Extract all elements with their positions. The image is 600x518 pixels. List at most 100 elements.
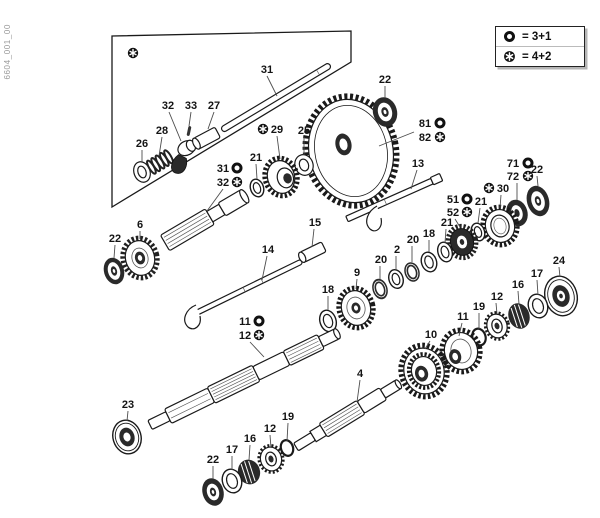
- part-label-14: 14: [262, 244, 275, 256]
- part-label-18-b: 18: [322, 284, 334, 296]
- variant-star-icon: [257, 123, 269, 135]
- bush-16-b: [237, 459, 261, 485]
- washer-25: [294, 154, 314, 176]
- shift-fork-13: [366, 205, 382, 232]
- part-label-23: 23: [122, 399, 134, 411]
- variant-ring-icon: [434, 117, 446, 129]
- part-label-12-shaft: 12: [239, 330, 251, 342]
- seal-22-right: [526, 185, 550, 217]
- part-label-12-b: 12: [264, 423, 276, 435]
- variant-star-icon: [522, 170, 534, 182]
- part-label-21-a: 21: [250, 152, 262, 164]
- gear-6: [120, 235, 160, 281]
- part-label-19-b: 19: [282, 411, 294, 423]
- part-label-9: 9: [354, 267, 360, 279]
- variant-star-icon: [127, 47, 139, 59]
- variant-star-icon: [434, 131, 446, 143]
- variant-star-icon: [483, 182, 495, 194]
- bush-16-a: [508, 303, 530, 329]
- legend-text-4plus2: = 4+2: [522, 50, 552, 63]
- part-label-28: 28: [156, 125, 168, 137]
- part-label-71: 71: [507, 158, 519, 170]
- legend-row-3plus1: = 3+1: [496, 27, 584, 46]
- part-label-20-b: 20: [375, 254, 387, 266]
- gear-9: [336, 285, 376, 331]
- part-label-18-a: 18: [423, 228, 435, 240]
- ring-20-b: [372, 278, 388, 300]
- part-label-22-left: 22: [109, 233, 121, 245]
- part-label-82: 82: [419, 132, 431, 144]
- variant-star-icon: [461, 206, 473, 218]
- bearing-22-top: [372, 97, 398, 127]
- part-label-2: 2: [394, 244, 400, 256]
- part-label-21-c: 21: [441, 217, 453, 229]
- part-label-22-right: 22: [531, 164, 543, 176]
- seal-22-bottom: [202, 478, 224, 506]
- part-label-11-shaft: 11: [239, 316, 251, 328]
- part-label-26: 26: [136, 138, 148, 150]
- variant-legend: = 3+1 = 4+2: [495, 26, 585, 67]
- part-label-22-top: 22: [379, 74, 391, 86]
- gear-51-52: [445, 223, 479, 261]
- part-label-52: 52: [447, 207, 459, 219]
- ring-symbol-icon: [504, 31, 515, 42]
- shift-rod-13: [345, 173, 444, 223]
- legend-row-4plus2: = 4+2: [496, 46, 584, 66]
- star-symbol-icon: [504, 51, 515, 62]
- seal-22-left: [103, 257, 125, 285]
- part-labels: 31 32 33 27 28 26 22 81 82 29 25 21 31 3…: [109, 64, 566, 466]
- part-label-29: 29: [271, 124, 283, 136]
- part-label-16-b: 16: [244, 433, 256, 445]
- part-label-17-a: 17: [531, 268, 543, 280]
- part-label-24: 24: [553, 255, 566, 267]
- bearing-23: [112, 419, 142, 455]
- part-label-51: 51: [447, 194, 459, 206]
- ring-21-a: [249, 178, 265, 198]
- output-shaft-4: [293, 379, 403, 451]
- gear-11: [439, 327, 483, 375]
- kickstart-inset-box: [111, 30, 352, 209]
- part-label-10: 10: [425, 329, 437, 341]
- part-label-6: 6: [137, 219, 143, 231]
- part-label-21-b: 21: [475, 196, 487, 208]
- part-label-31-box: 31: [261, 64, 273, 76]
- part-label-4: 4: [357, 368, 364, 380]
- part-label-30: 30: [497, 183, 509, 195]
- variant-ring-icon: [231, 162, 243, 174]
- input-shaft-31-32: [160, 189, 250, 251]
- part-label-25: 25: [298, 125, 310, 137]
- pin-33: [186, 126, 192, 136]
- shift-rod-14: [191, 259, 303, 318]
- roller-27: [191, 127, 221, 150]
- washer-17-a: [527, 293, 549, 319]
- spring-28: [146, 149, 174, 175]
- part-label-12-a: 12: [491, 291, 503, 303]
- document-code: 6604_001_00: [3, 24, 12, 80]
- washer-18-a: [420, 251, 438, 273]
- variant-star-icon: [253, 329, 265, 341]
- part-label-13: 13: [412, 158, 424, 170]
- part-label-72: 72: [507, 171, 519, 183]
- part-label-11-gear: 11: [457, 311, 469, 323]
- sleeve-15: [297, 241, 327, 263]
- part-label-27: 27: [208, 100, 220, 112]
- part-label-16-a: 16: [512, 279, 524, 291]
- part-label-19-a: 19: [473, 301, 485, 313]
- washer-17-b: [221, 468, 243, 494]
- shift-fork-14: [184, 304, 201, 330]
- ring-21-b: [470, 222, 486, 242]
- washer-26: [133, 161, 151, 183]
- part-label-17-b: 17: [226, 444, 238, 456]
- part-label-15: 15: [309, 217, 321, 229]
- legend-text-3plus1: = 3+1: [522, 30, 552, 43]
- variant-ring-icon: [461, 193, 473, 205]
- part-label-31-shaft: 31: [217, 163, 229, 175]
- part-label-33: 33: [185, 100, 197, 112]
- leader-lines: [113, 75, 561, 479]
- variant-ring-icon: [522, 157, 534, 169]
- part-label-20-a: 20: [407, 234, 419, 246]
- part-label-81: 81: [419, 118, 431, 130]
- ring-19-b: [279, 439, 295, 457]
